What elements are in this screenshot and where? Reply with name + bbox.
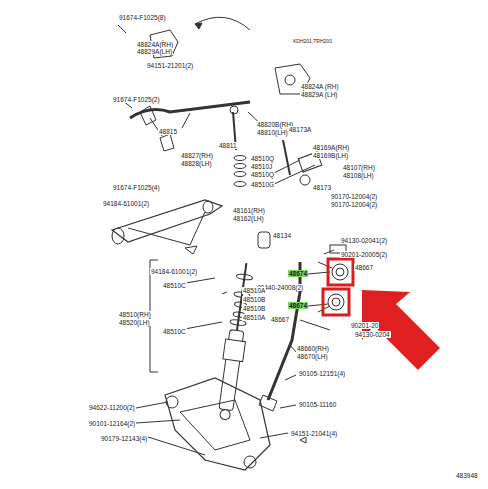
part-number: 48173 xyxy=(312,184,332,191)
part-number: 48660(RH) xyxy=(296,345,330,352)
part-number: 48510J xyxy=(250,163,273,170)
part-number: 48827(RH) xyxy=(180,152,214,159)
part-number: 48162(LH) xyxy=(232,215,265,222)
part-number: 48828(LH) xyxy=(180,160,213,167)
part-number: 48520(LH) xyxy=(118,319,151,326)
part-number: 48169A(RH) xyxy=(312,144,350,151)
part-number: 48510B xyxy=(242,305,266,312)
part-number: 48173A xyxy=(288,126,312,133)
part-number: 94622-11200(2) xyxy=(88,404,136,411)
part-number: 90170-12004(2) xyxy=(330,201,378,208)
part-number: 48510B xyxy=(242,296,266,303)
part-number: 48829A(LH) xyxy=(136,48,173,55)
part-number: 48510A xyxy=(242,314,266,321)
part-number: 94184-61001(2) xyxy=(150,268,198,275)
highlighted-part-number: 48674 xyxy=(288,302,308,309)
part-number: 94130-0204 xyxy=(354,331,391,338)
part-number: 90201-20 xyxy=(350,322,379,329)
part-number: 91674-F1025(2) xyxy=(112,96,161,103)
part-number: 483948 xyxy=(455,472,479,479)
part-number: 48829A (LH) xyxy=(300,91,339,98)
part-number: 48134 xyxy=(272,232,292,239)
part-number: 90170-12004(2) xyxy=(330,193,378,200)
part-number: 48510(RH) xyxy=(118,311,152,318)
part-number: 48667 xyxy=(354,264,374,271)
part-number: 48161(RH) xyxy=(232,207,266,214)
part-number: 48108(LH) xyxy=(342,172,375,179)
part-number: 48107(RH) xyxy=(342,164,376,171)
part-number: 90179-12143(4) xyxy=(100,435,148,442)
part-number: 48510A xyxy=(242,287,266,294)
part-number: 94130-02041(2) xyxy=(340,237,388,244)
part-number: 90101-12164(2) xyxy=(88,420,136,427)
part-number: KDH201,TRH200 xyxy=(292,38,333,44)
part-number: 94184-61001(2) xyxy=(102,200,150,207)
highlighted-part-number: 48674 xyxy=(288,270,308,277)
part-number: 48510C xyxy=(162,282,187,289)
part-number: 91674-F1025(4) xyxy=(112,184,161,191)
part-number: 48824A (RH) xyxy=(300,83,340,90)
part-number: 91674-F1025(8) xyxy=(118,14,167,21)
part-number: 90105-12151(4) xyxy=(298,370,346,377)
part-number: 48824A(RH) xyxy=(136,41,174,48)
part-number: 48510Q xyxy=(250,155,275,162)
part-number: 48510G xyxy=(250,181,275,188)
part-number: 94151-21201(2) xyxy=(146,62,194,69)
part-number: 94151-21041(4) xyxy=(290,430,338,437)
part-number: 48670(LH) xyxy=(296,353,329,360)
part-number: 48510C xyxy=(162,328,187,335)
part-number: 48667 xyxy=(270,316,290,323)
part-number: 48811 xyxy=(218,142,238,149)
part-number: 48510Q xyxy=(250,171,275,178)
part-number: 48810(LH) xyxy=(256,129,289,136)
part-number: 48815 xyxy=(158,128,178,135)
part-number: 48169B(LH) xyxy=(312,152,349,159)
part-number: 90201-20005(2) xyxy=(340,251,388,258)
part-number: 90105-11160 xyxy=(298,401,337,408)
